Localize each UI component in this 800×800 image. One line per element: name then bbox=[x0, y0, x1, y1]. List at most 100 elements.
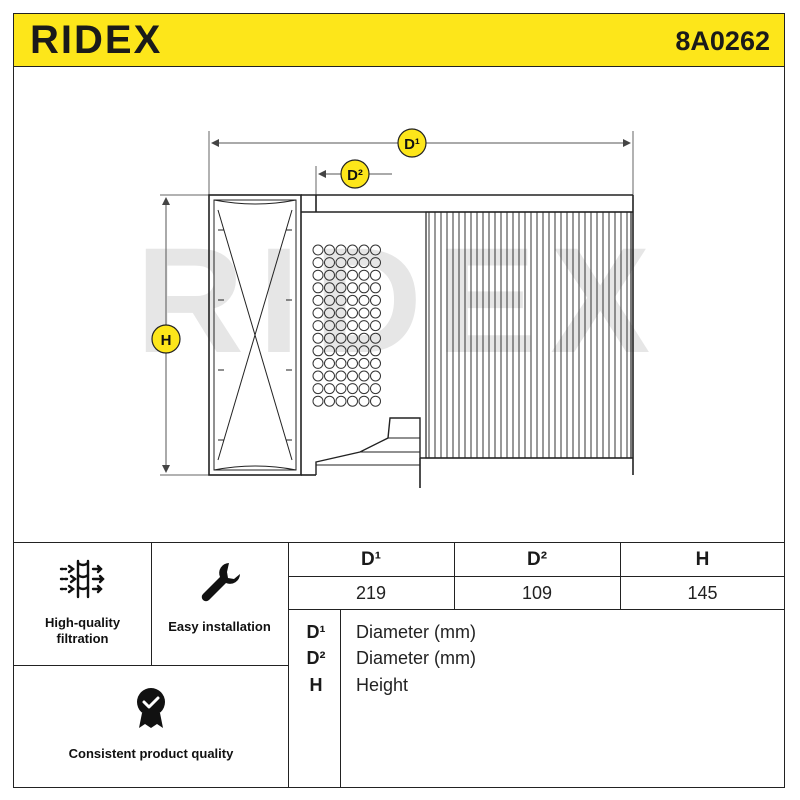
mesh-hole bbox=[370, 244, 381, 256]
mesh-hole bbox=[358, 294, 370, 306]
mesh-hole bbox=[358, 269, 370, 281]
feature-label: Consistent product quality bbox=[68, 746, 234, 761]
mesh-hole bbox=[335, 294, 347, 306]
mesh-hole bbox=[312, 395, 324, 407]
feature-consistent-product-quality: Consistent product quality bbox=[14, 686, 288, 786]
mesh-hole bbox=[324, 269, 335, 281]
mesh-hole bbox=[370, 269, 381, 281]
feature-high-quality-filtration: High-quality filtration bbox=[14, 555, 151, 665]
mesh-hole bbox=[312, 244, 324, 256]
mesh-hole bbox=[370, 383, 381, 395]
mesh-hole bbox=[335, 357, 347, 369]
mesh-hole bbox=[335, 383, 347, 395]
mesh-hole bbox=[347, 294, 358, 306]
mesh-hole bbox=[324, 257, 335, 269]
mesh-hole bbox=[312, 307, 324, 319]
mesh-hole bbox=[370, 257, 381, 269]
mesh-hole bbox=[324, 320, 335, 332]
legend-description: Height bbox=[356, 675, 409, 695]
mesh-hole bbox=[312, 370, 324, 382]
mesh-hole bbox=[335, 269, 347, 281]
mesh-hole bbox=[335, 282, 347, 294]
mesh-hole bbox=[370, 307, 381, 319]
legend-code: D¹ bbox=[306, 622, 326, 642]
mesh-hole bbox=[347, 332, 358, 344]
filtration-icon bbox=[59, 559, 105, 599]
mesh-hole bbox=[370, 320, 381, 332]
mesh-hole bbox=[370, 294, 381, 306]
mesh-hole bbox=[312, 332, 324, 344]
divider bbox=[620, 543, 621, 609]
divider bbox=[288, 543, 289, 787]
wrench-icon bbox=[201, 563, 240, 602]
mesh-hole bbox=[312, 320, 324, 332]
mesh-hole bbox=[347, 357, 358, 369]
mesh-hole bbox=[335, 257, 347, 269]
mesh-hole bbox=[358, 383, 370, 395]
mesh-hole bbox=[370, 282, 381, 294]
mesh-hole bbox=[347, 282, 358, 294]
mesh-hole bbox=[347, 269, 358, 281]
mesh-hole bbox=[324, 282, 335, 294]
table-value-h: 145 bbox=[687, 583, 718, 603]
header-bar: RIDEX 8A0262 bbox=[13, 13, 785, 67]
mesh-hole bbox=[324, 370, 335, 382]
technical-drawing: RIDEX D¹ D² H bbox=[136, 128, 650, 488]
mesh-hole bbox=[335, 370, 347, 382]
mesh-hole bbox=[312, 357, 324, 369]
legend-code: H bbox=[309, 675, 323, 695]
mesh-hole bbox=[358, 257, 370, 269]
mesh-hole bbox=[312, 383, 324, 395]
mesh-hole bbox=[324, 244, 335, 256]
table-header-d2: D² bbox=[526, 549, 548, 570]
mesh-hole bbox=[370, 357, 381, 369]
mesh-hole bbox=[347, 320, 358, 332]
dimension-d2: D² bbox=[315, 159, 392, 200]
mesh-hole bbox=[324, 357, 335, 369]
quality-badge-icon bbox=[137, 688, 165, 728]
table-header-h: H bbox=[695, 549, 710, 570]
mesh-hole bbox=[358, 244, 370, 256]
divider bbox=[288, 609, 785, 610]
mesh-hole bbox=[358, 395, 370, 407]
dimension-label-d1: D¹ bbox=[404, 136, 420, 153]
mesh-hole bbox=[335, 244, 347, 256]
mesh-hole bbox=[370, 395, 381, 407]
filter-drawing bbox=[208, 194, 634, 488]
mesh-hole bbox=[324, 383, 335, 395]
divider bbox=[14, 665, 288, 666]
mesh-hole bbox=[324, 307, 335, 319]
mesh-hole bbox=[370, 332, 381, 344]
mesh-hole bbox=[324, 332, 335, 344]
mesh-hole bbox=[358, 320, 370, 332]
divider bbox=[454, 543, 455, 609]
mesh-hole bbox=[370, 370, 381, 382]
perforated-mesh bbox=[312, 244, 381, 407]
specification-panel: High-quality filtration Easy installatio… bbox=[13, 542, 785, 788]
dimension-d1: D¹ bbox=[208, 128, 634, 195]
mesh-hole bbox=[335, 395, 347, 407]
dimension-label-d2: D² bbox=[347, 167, 363, 184]
feature-label: filtration bbox=[56, 631, 109, 646]
mesh-hole bbox=[347, 383, 358, 395]
mesh-hole bbox=[335, 345, 347, 357]
mesh-hole bbox=[324, 294, 335, 306]
mesh-hole bbox=[358, 357, 370, 369]
table-header-d1: D¹ bbox=[360, 549, 382, 570]
mesh-hole bbox=[347, 395, 358, 407]
table-value-d2: 109 bbox=[521, 583, 553, 603]
feature-label: High-quality bbox=[44, 615, 121, 630]
mesh-hole bbox=[358, 307, 370, 319]
mesh-hole bbox=[358, 370, 370, 382]
mesh-hole bbox=[370, 345, 381, 357]
feature-easy-installation: Easy installation bbox=[151, 557, 288, 665]
legend-code: D² bbox=[306, 648, 326, 668]
mesh-hole bbox=[335, 332, 347, 344]
mesh-hole bbox=[347, 244, 358, 256]
mesh-hole bbox=[312, 269, 324, 281]
dimension-h: H bbox=[151, 194, 210, 476]
mesh-hole bbox=[347, 345, 358, 357]
mesh-hole bbox=[335, 320, 347, 332]
mesh-hole bbox=[347, 370, 358, 382]
mesh-hole bbox=[358, 345, 370, 357]
